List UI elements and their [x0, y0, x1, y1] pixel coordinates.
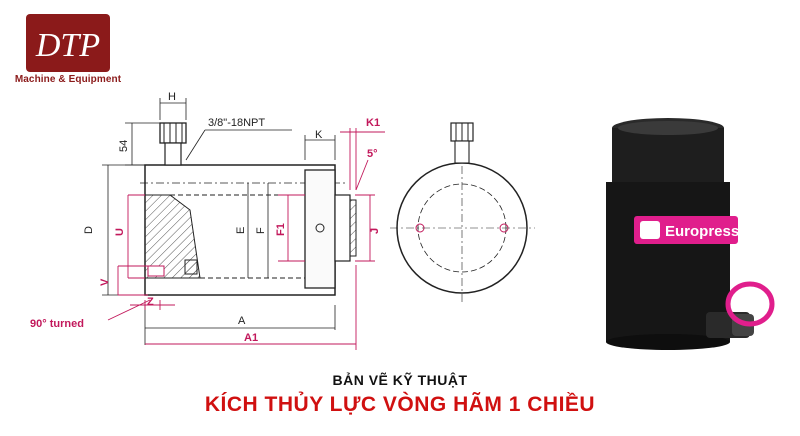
- product-image: Europress: [606, 118, 775, 350]
- label-U: U: [114, 228, 126, 236]
- label-angle: 5°: [367, 148, 378, 160]
- label-turned: 90° turned: [30, 318, 84, 330]
- label-V: V: [99, 278, 111, 286]
- plunger: [304, 169, 336, 289]
- main-title: KÍCH THỦY LỰC VÒNG HÃM 1 CHIỀU: [204, 393, 596, 416]
- label-H: H: [168, 91, 176, 103]
- logo-letters: DTP: [35, 27, 100, 64]
- label-Z: Z: [147, 296, 154, 308]
- front-view: [390, 122, 535, 305]
- lock-ring-section: [184, 259, 198, 275]
- label-A: A: [238, 315, 246, 327]
- label-K: K: [315, 129, 323, 141]
- coupler-dust-cap: [725, 281, 775, 327]
- label-54: 54: [118, 140, 130, 152]
- label-F1: F1: [275, 223, 287, 236]
- dtp-logo-mark: DTP: [26, 14, 110, 72]
- brand-name: Europress: [665, 223, 739, 240]
- brand-band: [634, 216, 738, 244]
- label-F: F: [255, 227, 267, 234]
- company-logo: DTP Machine & Equipment: [8, 14, 128, 94]
- dimension-lines: [102, 98, 336, 345]
- section-hatch: [144, 194, 201, 279]
- label-K1: K1: [366, 117, 380, 129]
- side-view: [140, 122, 357, 296]
- logo-tagline: Machine & Equipment: [14, 74, 122, 85]
- label-npt: 3/8"-18NPT: [208, 117, 265, 129]
- accent-dimension-lines: [107, 128, 385, 350]
- label-E: E: [235, 227, 247, 234]
- subtitle: BẢN VẼ KỸ THUẬT: [332, 372, 468, 388]
- saddle: [334, 194, 351, 262]
- label-D: D: [83, 226, 95, 234]
- label-A1: A1: [244, 332, 258, 344]
- label-J: J: [369, 228, 381, 234]
